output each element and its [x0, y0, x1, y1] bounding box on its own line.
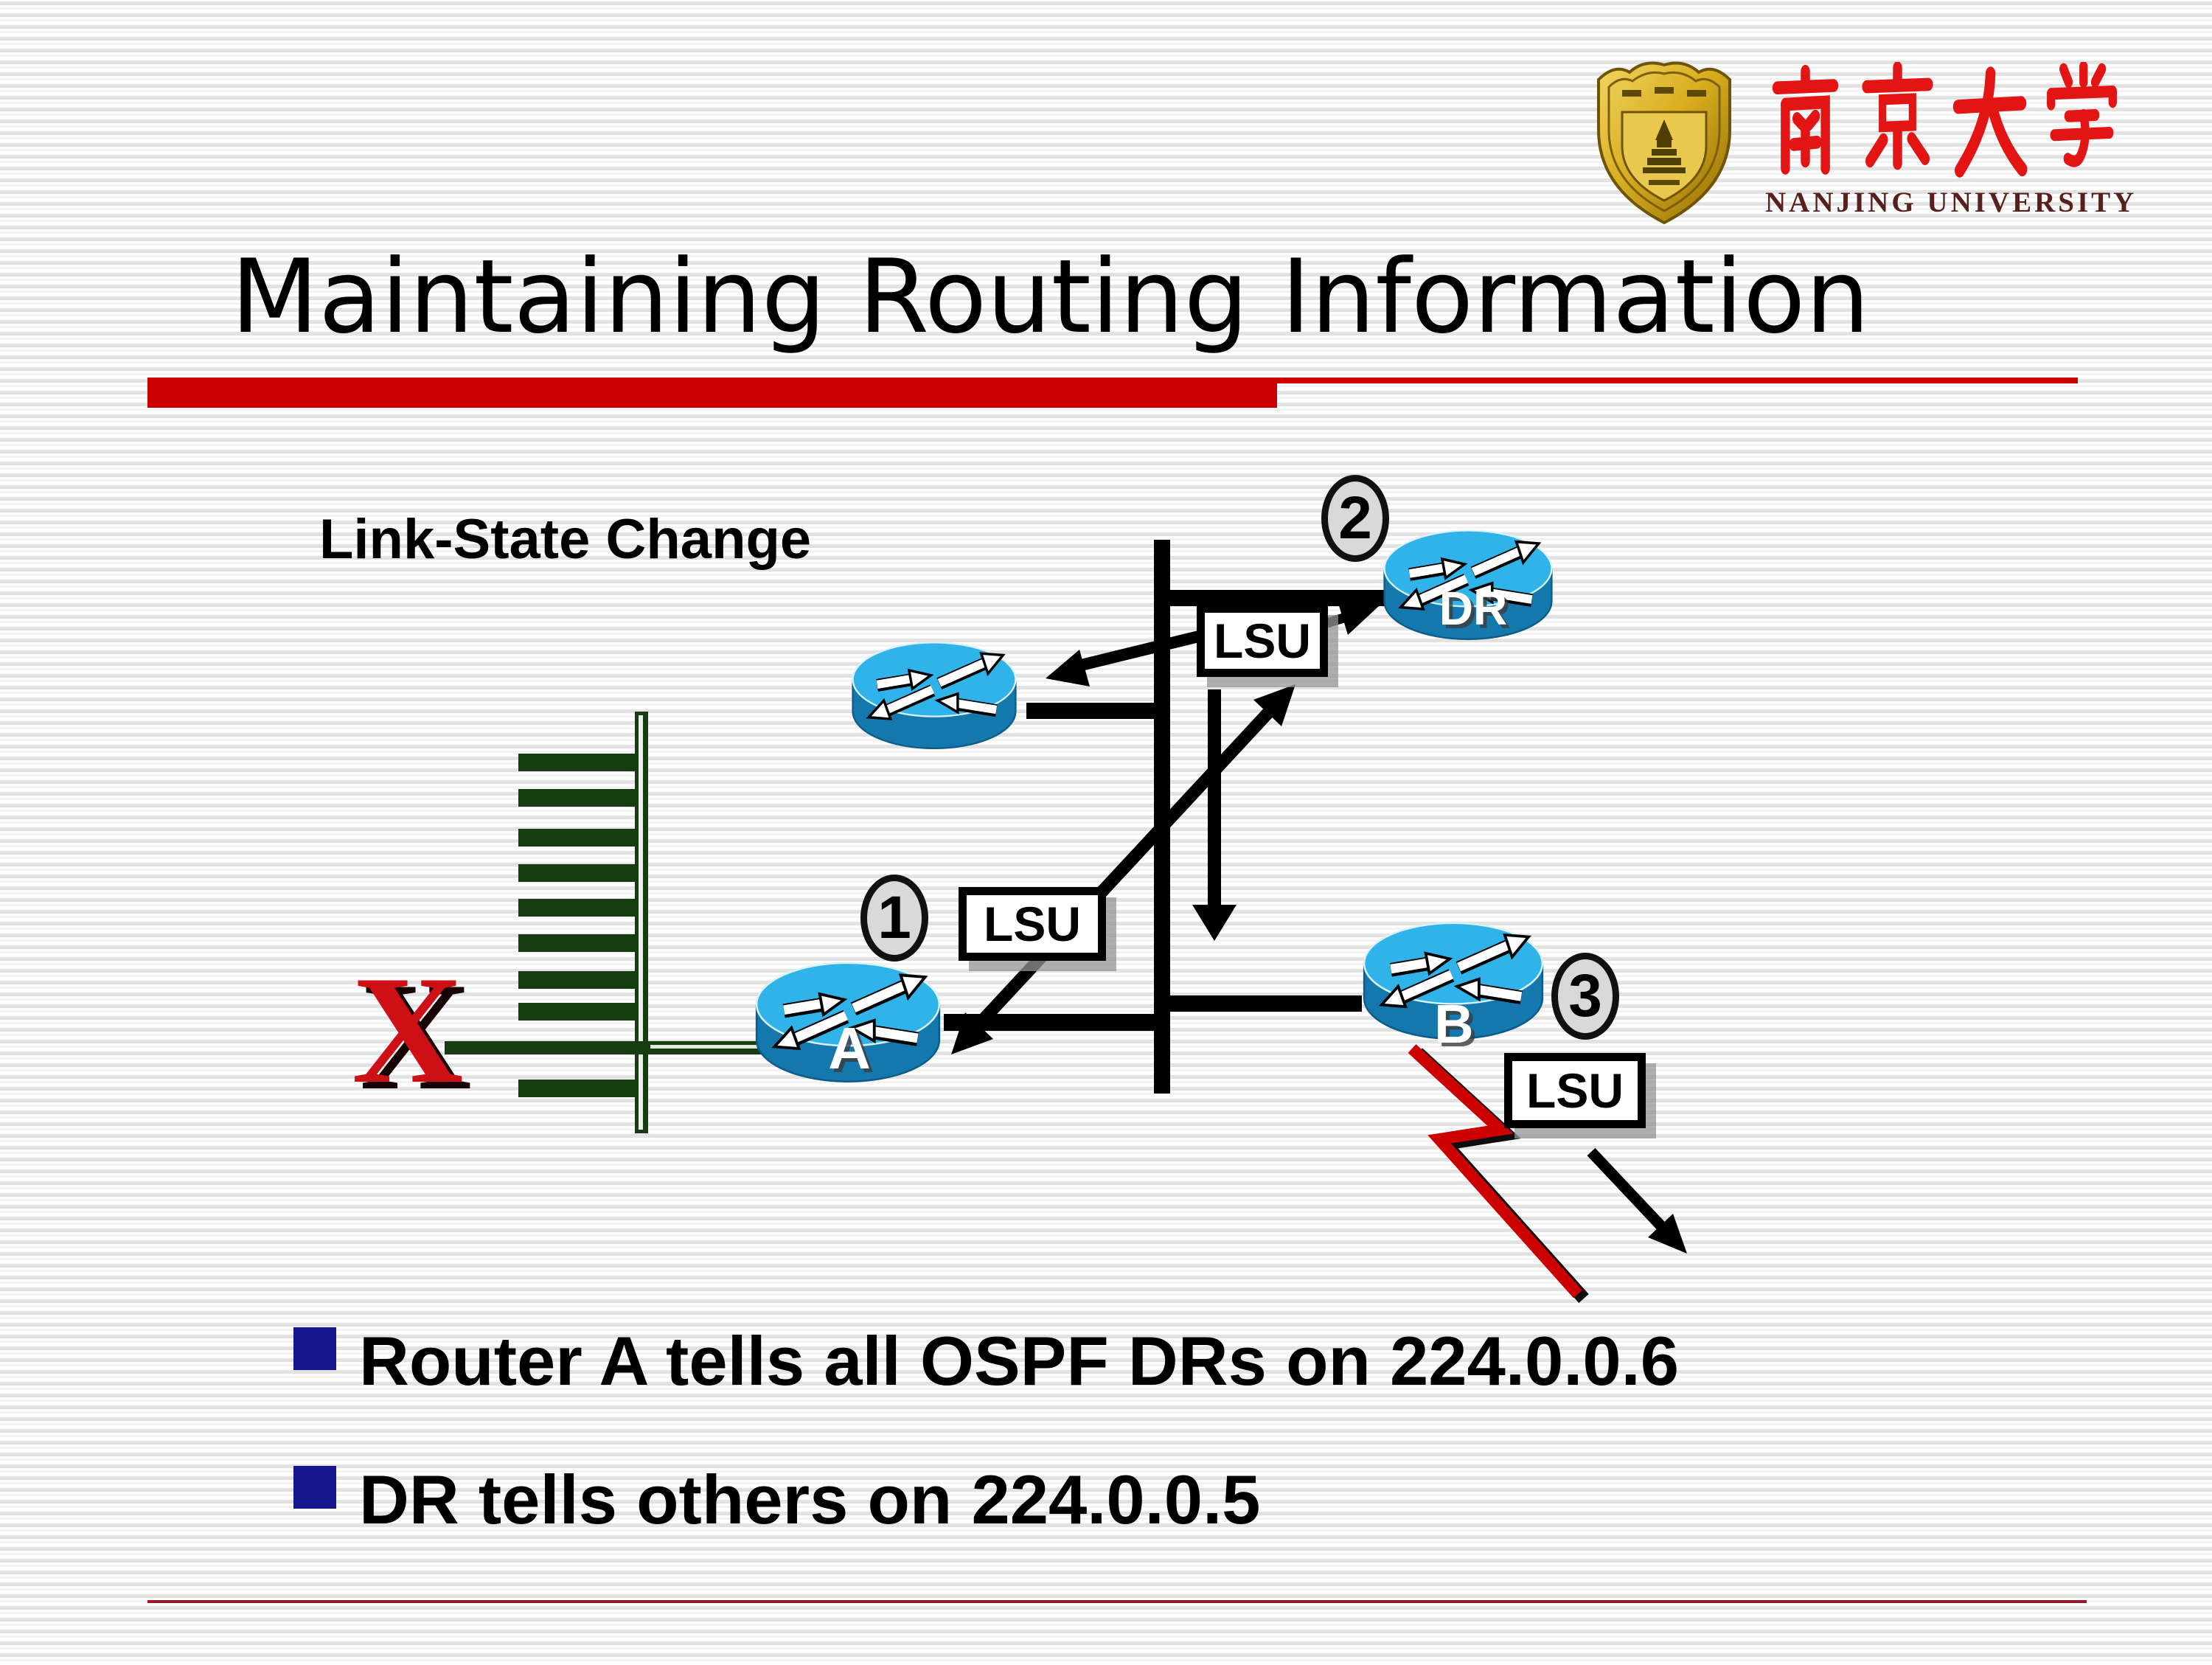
step-3-badge: 3 — [1551, 953, 1619, 1040]
serial-link-lightning — [1408, 1044, 1589, 1304]
bullet-square-1 — [293, 1327, 336, 1370]
router-a-to-dr-arrow — [951, 684, 1295, 1054]
step-3-number: 3 — [1568, 962, 1602, 1029]
step-1-number: 1 — [877, 884, 911, 951]
cn-char-xue-icon — [2047, 62, 2117, 167]
title-accent-bar — [147, 378, 1277, 408]
step-2-number: 2 — [1338, 484, 1372, 552]
nanjing-university-wordmark: NANJING UNIVERSITY — [1765, 187, 2138, 218]
lsu-to-mid-router-arrow — [1046, 630, 1203, 686]
title-accent-line — [1277, 378, 2078, 383]
router-b-label: B — [1434, 993, 1474, 1054]
router-a-link-line — [944, 1014, 1170, 1031]
bullet-text-2: DR tells others on 224.0.0.5 — [359, 1461, 1261, 1538]
step-1-badge: 1 — [860, 875, 928, 962]
cn-char-nan-icon — [1772, 65, 1839, 175]
mid-router-link-line — [1026, 703, 1170, 719]
bullet-text-1: Router A tells all OSPF DRs on 224.0.0.6 — [359, 1322, 1680, 1400]
lsu-packet-3-label: LSU — [1526, 1063, 1624, 1118]
lsu-packet-1-label: LSU — [984, 897, 1081, 951]
router-b-link-line — [1170, 995, 1362, 1012]
cn-char-jing-icon — [1862, 62, 1933, 170]
nanjing-university-chinese-logotype — [1764, 62, 2132, 184]
lsu-packet-1: LSU — [959, 887, 1106, 961]
failed-link-line — [445, 1041, 762, 1054]
university-seal-icon — [1597, 61, 1731, 225]
diagram-label: Link-State Change — [319, 508, 812, 571]
broken-link-x-marker: X — [352, 945, 464, 1116]
dr-link-line — [1170, 590, 1388, 606]
lsu-packet-3: LSU — [1504, 1053, 1646, 1128]
mid-router-icon — [853, 642, 1016, 748]
step-2-badge: 2 — [1321, 475, 1389, 562]
cn-char-da-icon — [1952, 66, 2028, 178]
slide-title: Maintaining Routing Information — [231, 237, 1870, 356]
footer-divider — [147, 1600, 2087, 1603]
lsu-packet-2-label: LSU — [1214, 613, 1311, 668]
lsu-to-dr-arrow — [1326, 601, 1379, 635]
backbone-bus-line — [1154, 540, 1170, 1094]
lsu-flood-down-arrow — [1192, 689, 1237, 941]
bullet-square-2 — [293, 1466, 336, 1509]
lsu-packet-2: LSU — [1197, 605, 1328, 677]
dr-router-label: DR — [1439, 582, 1508, 635]
lsu-3-forward-arrow — [1587, 1147, 1687, 1254]
ethernet-segment — [445, 712, 762, 1133]
router-a-label: A — [828, 1015, 871, 1081]
